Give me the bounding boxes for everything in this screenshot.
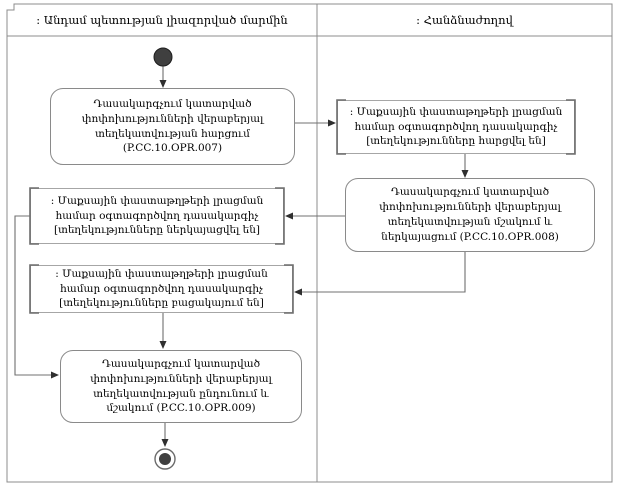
- arrowhead-down: [161, 439, 169, 447]
- arrowhead-left: [294, 288, 302, 296]
- activity-node-request-info: Դասակարգչում կատարված փոփոխությունների վ…: [50, 88, 295, 165]
- lane-header-commission: : Հանձնաժողով: [317, 4, 612, 36]
- activity-node-label: Դասակարգչում կատարված փոփոխությունների վ…: [379, 186, 561, 243]
- initial-node: [153, 47, 173, 67]
- final-node-core: [159, 453, 171, 465]
- lane-title-text: : Հանձնաժողով: [416, 12, 513, 27]
- arrowhead-left: [285, 212, 293, 220]
- object-node-classifier-presented: : Մաքսային փաստաթղթերի լրացման համար օգտ…: [30, 188, 284, 244]
- object-node-label: : Մաքսային փաստաթղթերի լրացման համար օգտ…: [349, 105, 563, 148]
- object-node-classifier-requested: : Մաքսային փաստաթղթերի լրացման համար օգտ…: [337, 100, 575, 154]
- edge-process-to-classifier-missing: [301, 252, 466, 293]
- activity-node-process-and-present: Դասակարգչում կատարված փոփոխությունների վ…: [345, 178, 595, 252]
- arrowhead-down: [461, 170, 469, 178]
- arrowhead-down: [159, 341, 167, 349]
- activity-node-label: Դասակարգչում կատարված փոփոխությունների վ…: [90, 357, 272, 415]
- object-node-label: : Մաքսային փաստաթղթերի լրացման համար օգտ…: [50, 194, 264, 237]
- lane-title-text: : Անդամ պետության լիազորված մարմին: [36, 12, 288, 27]
- activity-node-receive-and-process: Դասակարգչում կատարված փոփոխությունների վ…: [60, 350, 302, 423]
- arrowhead-right: [51, 371, 59, 379]
- object-node-classifier-missing: : Մաքսային փաստաթղթերի լրացման համար օգտ…: [30, 265, 293, 313]
- activity-node-label: Դասակարգչում կատարված փոփոխությունների վ…: [81, 97, 264, 155]
- final-node-ring: [154, 448, 176, 470]
- object-node-label: : Մաքսային փաստաթղթերի լրացման համար օգտ…: [55, 267, 268, 310]
- arrowhead-right: [328, 119, 336, 127]
- arrowhead-down: [159, 80, 167, 88]
- lane-header-authorized-body: : Անդամ պետության լիազորված մարմին: [7, 4, 317, 36]
